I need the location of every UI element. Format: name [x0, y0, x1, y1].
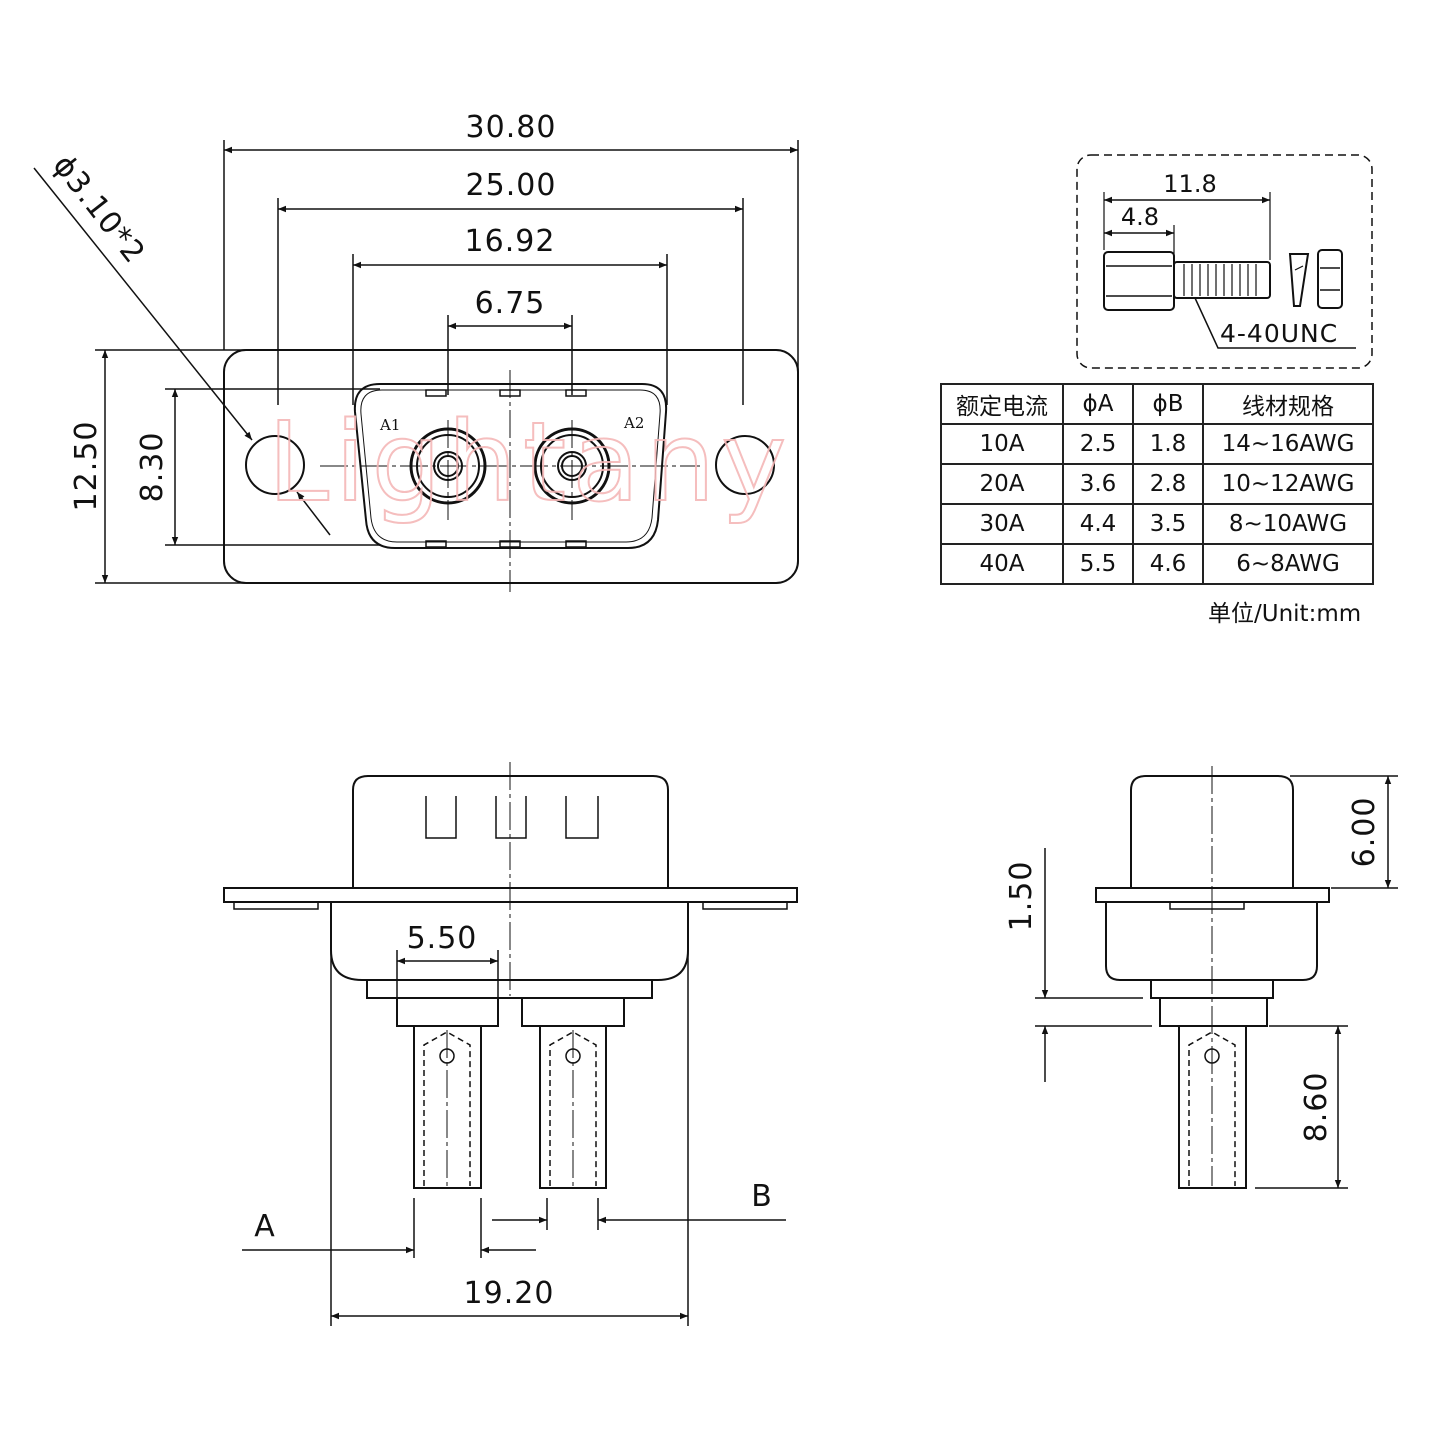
side-view	[1035, 766, 1398, 1189]
front-flange-outline	[223, 349, 799, 584]
inset-dashed-frame	[1076, 154, 1373, 369]
header-phi-a: ϕA	[1062, 383, 1134, 425]
cell-phi-b: 1.8	[1132, 423, 1204, 465]
header-rated-current: 额定电流	[940, 383, 1064, 425]
thread-leader	[1194, 297, 1356, 349]
contact-label-a2: A2	[623, 414, 644, 432]
cell-wire: 14~16AWG	[1202, 423, 1374, 465]
bottom-shell-top	[352, 775, 669, 888]
leader-hole-diameter-tail	[296, 491, 331, 536]
cell-current: 30A	[940, 503, 1064, 545]
front-dim-shell-width: 16.92	[465, 224, 556, 259]
cell-wire: 10~12AWG	[1202, 463, 1374, 505]
cell-current: 20A	[940, 463, 1064, 505]
mount-hole-right	[715, 435, 775, 495]
lock-washer	[1288, 253, 1310, 307]
cell-phi-b: 2.8	[1132, 463, 1204, 505]
mount-hole-left	[245, 435, 305, 495]
screw-threads	[1183, 264, 1257, 296]
cell-wire: 8~10AWG	[1202, 503, 1374, 545]
unit-note: 单位/Unit:mm	[1208, 601, 1362, 627]
side-dim-flange-offset: 1.50	[1004, 861, 1039, 932]
inset-dim-head: 4.8	[1121, 203, 1159, 231]
watermark-text: Lightany	[268, 398, 793, 526]
label-b: B	[751, 1179, 773, 1214]
pin-left	[413, 1025, 482, 1189]
pin-base-left	[396, 997, 499, 1027]
bottom-dim-pin-base: 5.50	[407, 921, 478, 956]
cell-phi-a: 4.4	[1062, 503, 1134, 545]
threaded-screw	[1173, 261, 1271, 299]
inset-dim-total: 11.8	[1163, 170, 1216, 198]
spec-table: 额定电流 ϕA ϕB 线材规格 10A 2.5 1.8 14~16AWG 20A…	[940, 383, 1374, 585]
table-row: 30A 4.4 3.5 8~10AWG	[940, 503, 1374, 545]
table-row: 20A 3.6 2.8 10~12AWG	[940, 463, 1374, 505]
hex-standoff	[1103, 251, 1175, 311]
side-dim-pin-length: 8.60	[1299, 1072, 1334, 1143]
label-a: A	[254, 1209, 276, 1244]
cell-phi-a: 5.5	[1062, 543, 1134, 585]
front-dim-hole-diameter: ϕ3.10*2	[46, 148, 152, 270]
bottom-center-lines	[446, 762, 574, 1186]
pin-right	[539, 1025, 607, 1189]
front-dim-overall-height: 12.50	[69, 421, 104, 512]
front-dim-contact-pitch: 6.75	[475, 286, 546, 321]
header-phi-b: ϕB	[1132, 383, 1204, 425]
front-center-lines	[320, 370, 700, 592]
front-extension-lines	[95, 140, 799, 584]
screw-inset	[1076, 154, 1373, 369]
hex-nut	[1317, 249, 1343, 309]
cell-current: 10A	[940, 423, 1064, 465]
bottom-shell-slots	[425, 796, 599, 839]
inset-thread-label: 4-40UNC	[1220, 319, 1338, 348]
front-dim-hole-spacing: 25.00	[466, 168, 557, 203]
front-shell-outline	[353, 383, 668, 549]
header-wire-spec: 线材规格	[1202, 383, 1374, 425]
bottom-dim-body-width: 19.20	[464, 1276, 555, 1311]
front-shell-inner	[360, 389, 661, 543]
cell-phi-b: 3.5	[1132, 503, 1204, 545]
side-dim-top-height: 6.00	[1347, 797, 1382, 868]
table-row: 40A 5.5 4.6 6~8AWG	[940, 543, 1374, 585]
front-dimension-lines	[33, 146, 798, 583]
pin-hidden-bores	[423, 1031, 597, 1186]
front-dim-overall-width: 30.80	[466, 110, 557, 145]
cell-phi-a: 3.6	[1062, 463, 1134, 505]
cell-phi-a: 2.5	[1062, 423, 1134, 465]
table-row: 10A 2.5 1.8 14~16AWG	[940, 423, 1374, 465]
cell-wire: 6~8AWG	[1202, 543, 1374, 585]
spec-table-header-row: 额定电流 ϕA ϕB 线材规格	[940, 383, 1374, 425]
cell-current: 40A	[940, 543, 1064, 585]
pin-base-right	[521, 997, 625, 1027]
front-dim-shell-height: 8.30	[135, 432, 170, 503]
front-view	[33, 140, 799, 592]
cell-phi-b: 4.6	[1132, 543, 1204, 585]
side-pin-base	[1159, 997, 1268, 1027]
contact-label-a1: A1	[379, 416, 400, 434]
leader-hole-diameter	[33, 167, 253, 441]
bottom-view	[223, 762, 798, 1326]
